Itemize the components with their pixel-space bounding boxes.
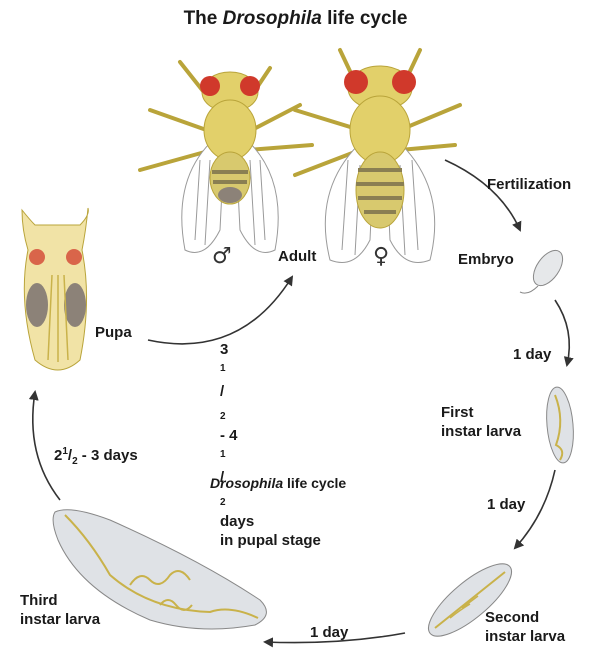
label-larva-to-pupa-duration: 21/2 - 3 days <box>54 442 138 471</box>
label-pupal-duration: 31/2 - 41/2 days in pupal stage <box>220 340 321 550</box>
label-embryo: Embryo <box>458 250 514 269</box>
third-instar-line2: instar larva <box>20 610 100 629</box>
label-adult: Adult <box>278 247 316 266</box>
label-first-instar: First instar larva <box>441 403 521 441</box>
dur2-c: / <box>220 382 321 401</box>
label-day-embryo-first: 1 day <box>513 345 551 364</box>
pupa-illustration <box>22 208 88 370</box>
label-second-instar: Second instar larva <box>485 608 565 646</box>
label-third-instar: Third instar larva <box>20 591 100 629</box>
male-symbol: ♂ <box>212 244 232 269</box>
dur2-h: 2 <box>220 497 226 508</box>
first-instar-illustration <box>544 386 577 464</box>
center-caption: Drosophila life cycle <box>210 475 346 491</box>
label-fertilization: Fertilization <box>487 175 571 194</box>
dur2-a: 3 <box>220 340 321 359</box>
arrow-embryo-to-first <box>555 300 569 365</box>
dur2-d: 2 <box>220 411 226 422</box>
third-instar-line1: Third <box>20 591 100 610</box>
dur1-e: - 3 days <box>78 447 138 464</box>
center-italic: Drosophila <box>210 475 283 491</box>
dur2-f: 1 <box>220 449 226 460</box>
center-suffix: life cycle <box>283 475 346 491</box>
second-instar-line2: instar larva <box>485 627 565 646</box>
first-instar-line1: First <box>441 403 521 422</box>
arrow-adult-to-embryo <box>445 160 520 230</box>
pupal-line2: in pupal stage <box>220 531 321 550</box>
female-symbol: ♀ <box>373 244 389 269</box>
arrow-pupa-to-adult <box>148 277 292 344</box>
label-day-second-third: 1 day <box>310 623 348 642</box>
dur2-b: 1 <box>220 363 226 374</box>
dur2-e: - 4 <box>220 426 321 445</box>
female-fly <box>295 50 460 263</box>
male-fly <box>140 62 312 253</box>
pupal-line1: 31/2 - 41/2 days <box>220 340 321 531</box>
dur2-i: days <box>220 512 321 531</box>
label-day-first-second: 1 day <box>487 495 525 514</box>
first-instar-line2: instar larva <box>441 422 521 441</box>
second-instar-line1: Second <box>485 608 565 627</box>
embryo-illustration <box>520 245 568 293</box>
label-pupa: Pupa <box>95 323 132 342</box>
